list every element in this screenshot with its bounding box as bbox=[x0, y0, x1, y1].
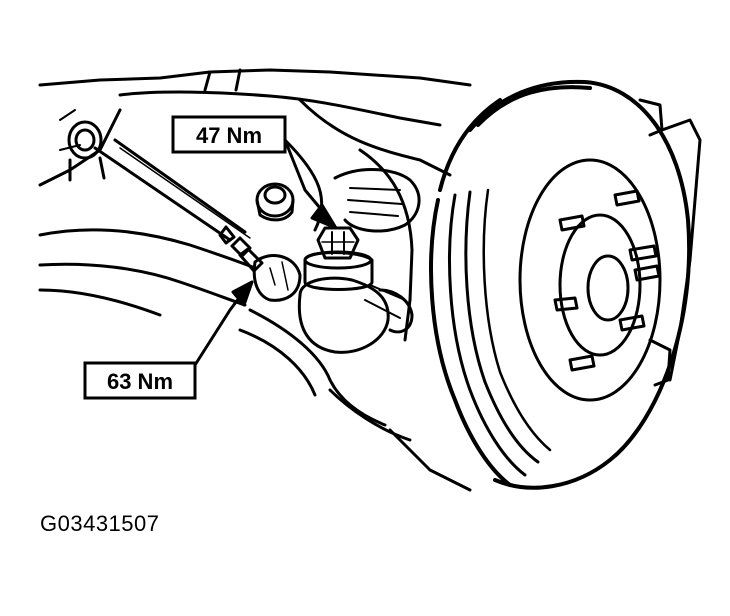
ball-joint bbox=[297, 226, 414, 354]
wheel-studs bbox=[553, 189, 661, 372]
lower-torque-label: 63 Nm bbox=[107, 369, 173, 394]
lower-callout-leader bbox=[193, 280, 254, 367]
upper-torque-label: 47 Nm bbox=[196, 123, 262, 148]
upper-torque-callout: 47 Nm bbox=[171, 115, 287, 154]
control-arm bbox=[38, 228, 387, 427]
strut-boot bbox=[333, 168, 421, 233]
washer-cap bbox=[255, 182, 295, 222]
upper-callout-leader bbox=[283, 138, 338, 230]
lower-torque-callout: 63 Nm bbox=[83, 361, 197, 400]
brake-disc bbox=[429, 79, 702, 490]
knuckle-body bbox=[38, 68, 472, 492]
tie-rod bbox=[93, 138, 302, 302]
figure-id: G03431507 bbox=[40, 511, 160, 536]
inner-bushing bbox=[67, 120, 106, 182]
